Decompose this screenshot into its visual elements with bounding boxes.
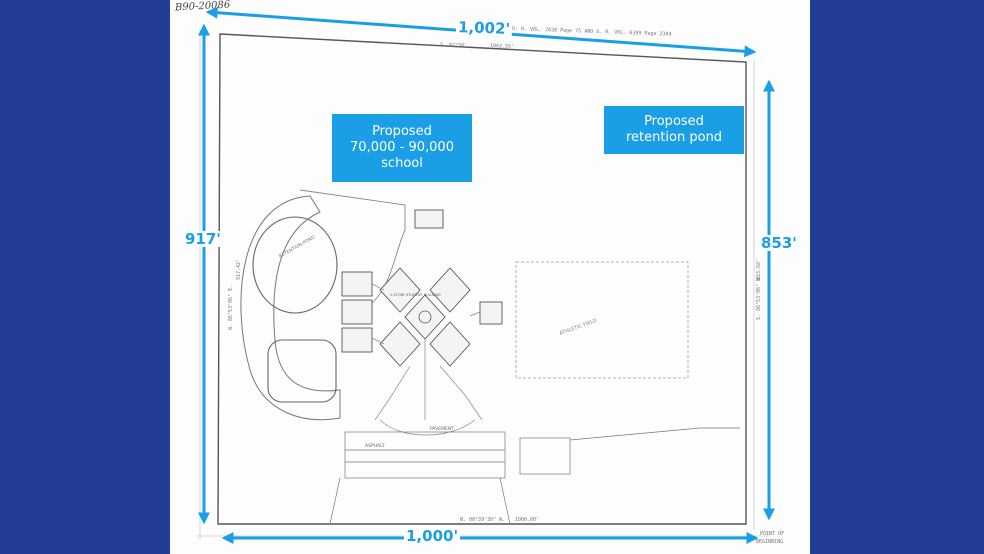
left-distance-label: 917.42' xyxy=(236,259,242,280)
bottom-bearing-label: N. 00°39'30" W. xyxy=(460,517,505,523)
right-dimension-label: 853' xyxy=(759,234,799,252)
bottom-distance-label: 1000.00' xyxy=(515,517,539,523)
right-distance-label: 853.58' xyxy=(756,259,762,280)
dimension-arrows xyxy=(198,6,775,544)
survey-annotations: S. 02°50' 1002.55' O. R. VOL. 2030 Page … xyxy=(228,26,784,545)
top-distance-label: 1002.55' xyxy=(490,43,514,50)
proposed-school-callout: Proposed 70,000 - 90,000 school xyxy=(332,114,472,182)
building-label: 1-STORY STUDENT BUILDING xyxy=(390,293,441,297)
right-bearing-label: S. 86°53'06" W. xyxy=(756,275,762,320)
left-dimension-label: 917' xyxy=(183,230,223,248)
athletic-field-label: ATHLETIC FIELD xyxy=(559,318,598,337)
point-of-label: POINT OF xyxy=(760,531,784,537)
road-lines xyxy=(196,28,770,540)
retention-pond-north xyxy=(252,216,338,314)
asphalt-label: ASPHALT xyxy=(365,443,385,449)
parking-lots xyxy=(329,427,740,525)
retention-pond-south xyxy=(267,339,337,403)
pavement-label: PAVEMENT xyxy=(430,426,454,432)
left-bearing-label: N. 86°53'06" E. xyxy=(228,285,234,330)
athletic-field xyxy=(515,261,689,379)
walkways xyxy=(371,283,483,436)
proposed-retention-pond-callout: Proposed retention pond xyxy=(604,106,744,154)
beginning-label: BEGINNING xyxy=(756,539,783,545)
school-building-cluster xyxy=(341,209,503,367)
top-dimension-label: 1,002' xyxy=(455,18,513,38)
bottom-dimension-label: 1,000' xyxy=(404,527,461,545)
top-bearing-label: S. 02°50' xyxy=(440,42,467,49)
retention-pond-north-label: RETENTION POND xyxy=(278,234,316,260)
track-loop xyxy=(240,195,341,421)
